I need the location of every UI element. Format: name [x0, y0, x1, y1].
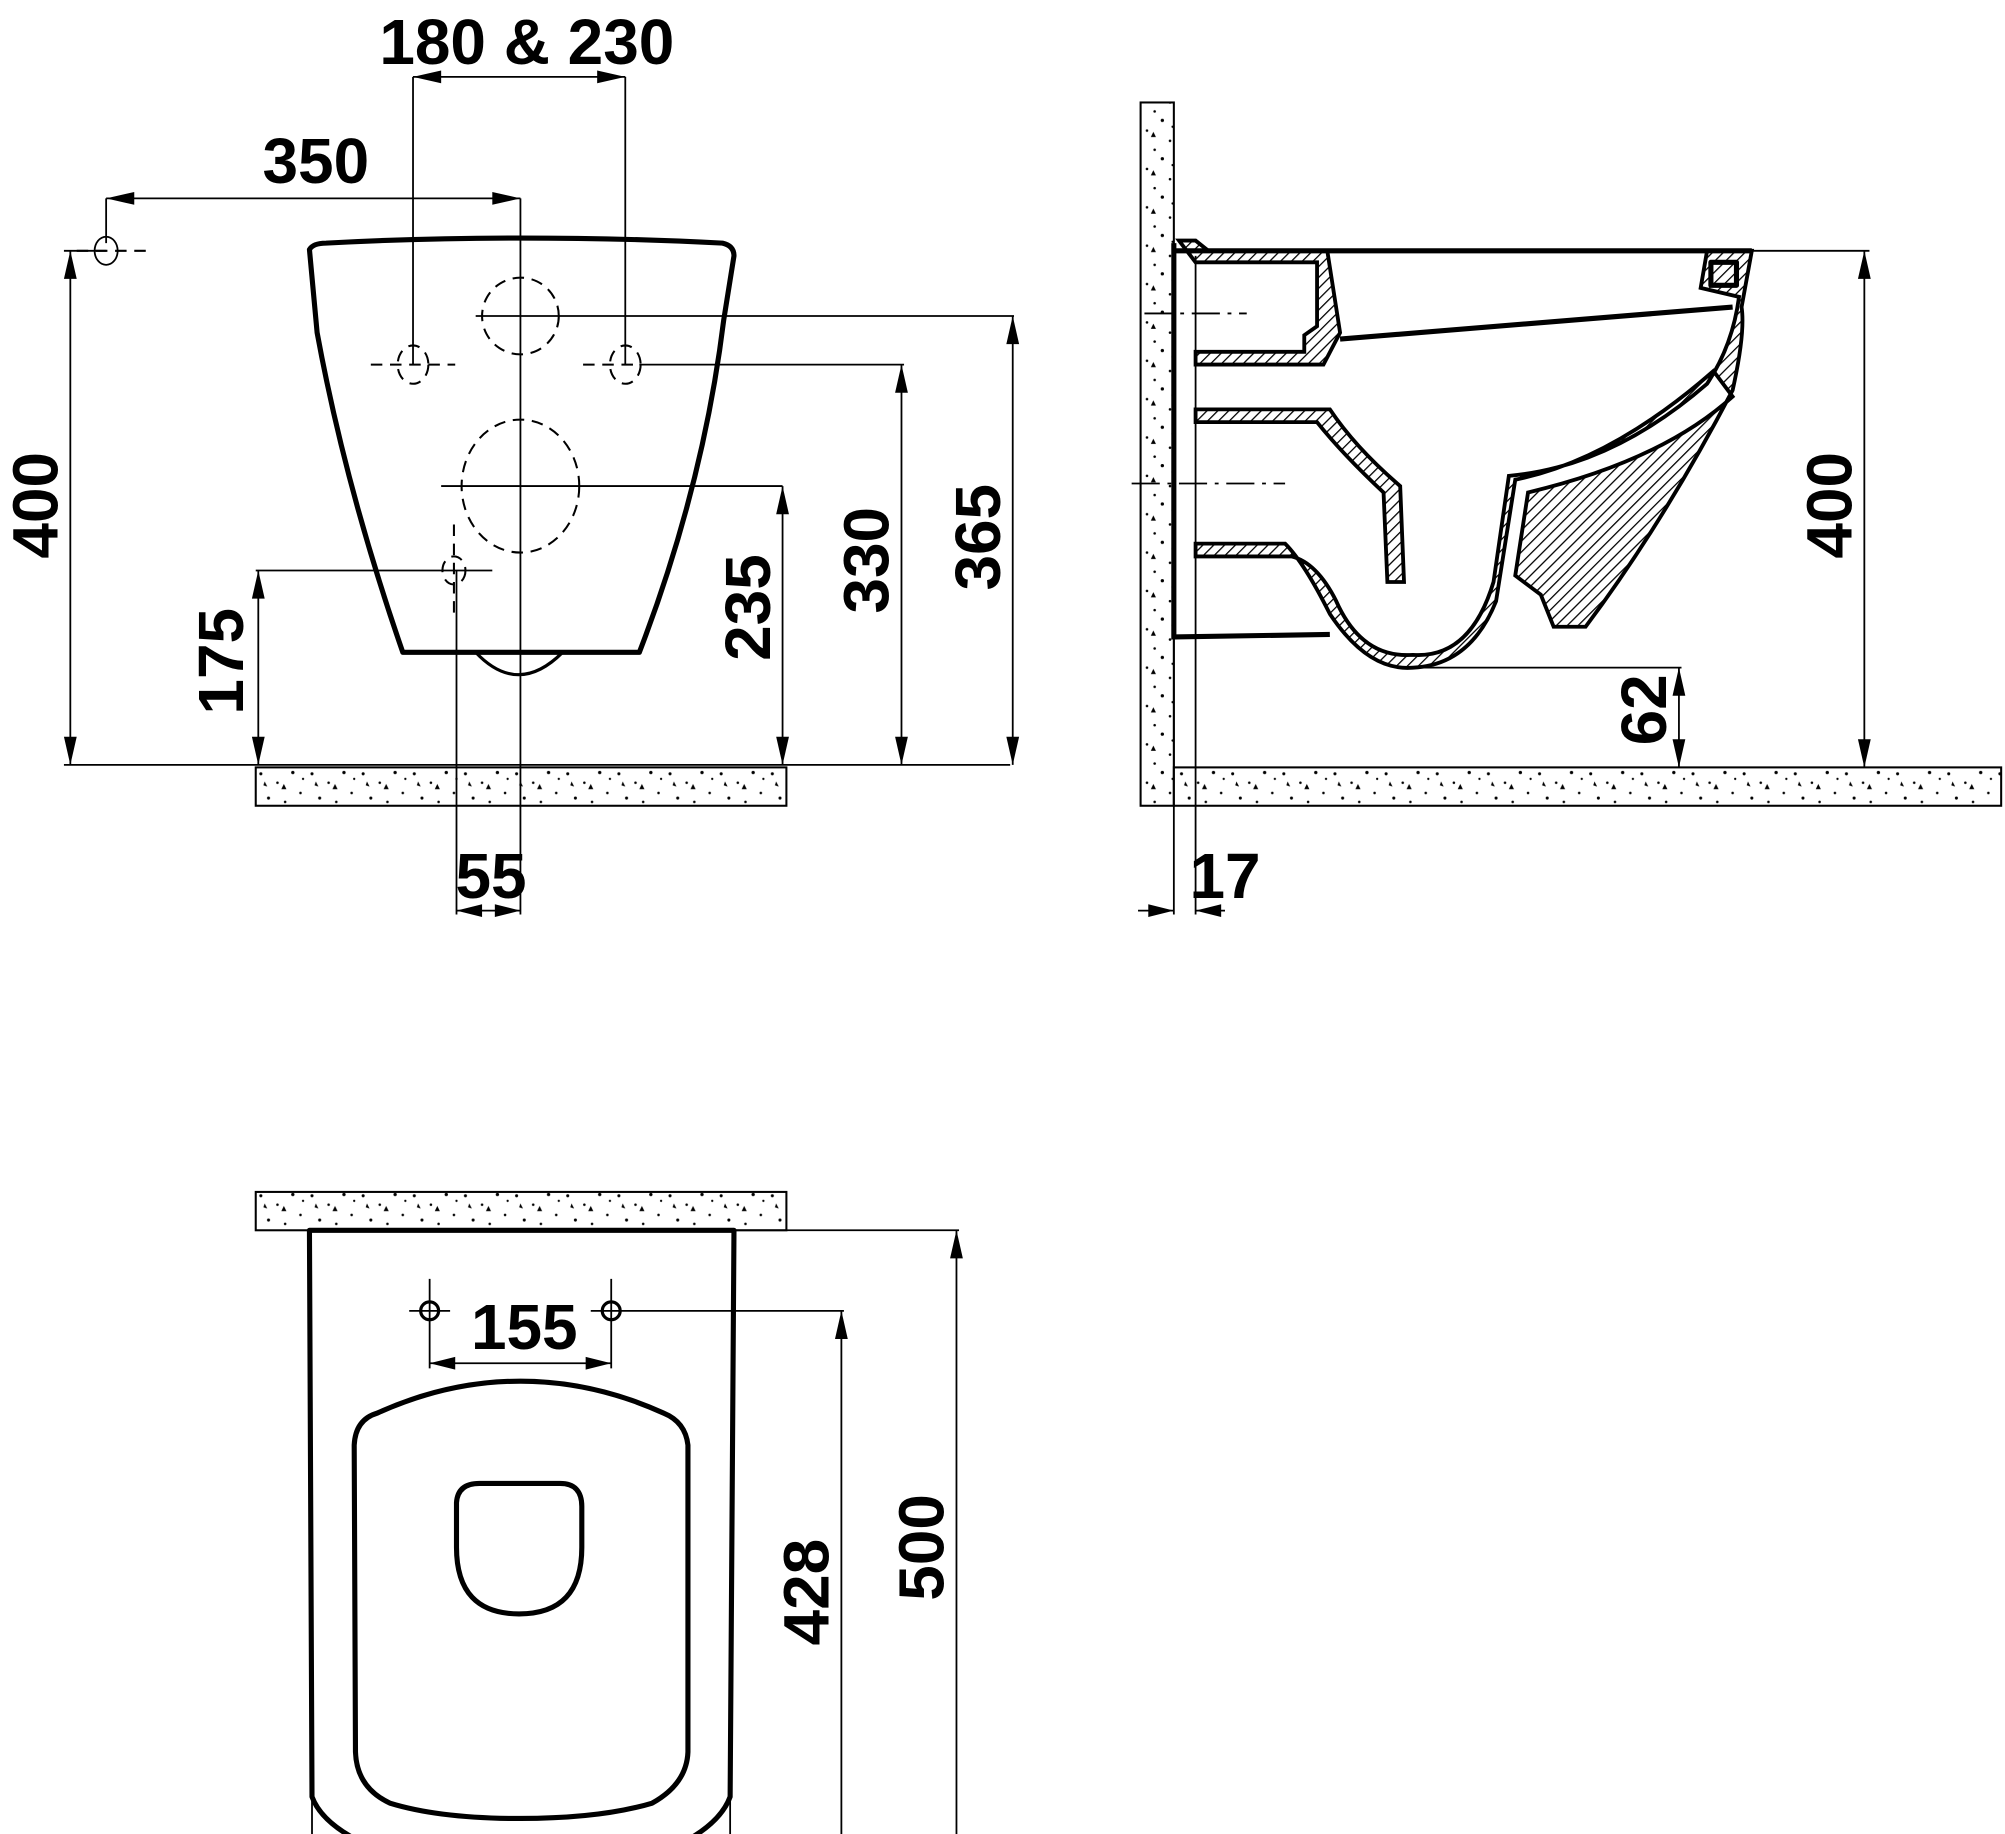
dim-top-fixing-span: 155: [471, 1291, 578, 1363]
bowl-opening: [453, 1480, 585, 1617]
dim-wall-gap: 17: [1189, 840, 1260, 912]
dim-aux-height: 175: [185, 608, 257, 715]
dim-bolt-365: 365: [942, 484, 1014, 591]
wall-top: [254, 1190, 788, 1232]
bowl-outline-front: [306, 235, 737, 655]
dim-inlet-offset: 350: [263, 125, 370, 197]
dim-outlet-height: 235: [712, 554, 784, 661]
bowl-section: [1175, 238, 1343, 367]
floor-slab-side: [1172, 766, 2003, 807]
top-view: 155 428 500 360: [254, 1190, 963, 1834]
dim-clearance: 62: [1608, 674, 1680, 745]
dim-bolt-330: 330: [831, 507, 903, 614]
dim-depth: 500: [886, 1494, 958, 1601]
front-view: 180 & 230 350 400 175 235 330 365 55: [0, 6, 1020, 917]
dim-fixing-span: 180 & 230: [379, 6, 674, 78]
seat-outline: [351, 1378, 691, 1822]
dim-bolt-to-front: 428: [771, 1539, 843, 1646]
wall: [1139, 101, 1175, 807]
dim-aux-offset: 55: [455, 840, 526, 912]
side-view: 400 62 17: [1131, 101, 2003, 917]
dim-inlet-height: 400: [0, 452, 72, 559]
dim-side-height: 400: [1794, 452, 1866, 559]
